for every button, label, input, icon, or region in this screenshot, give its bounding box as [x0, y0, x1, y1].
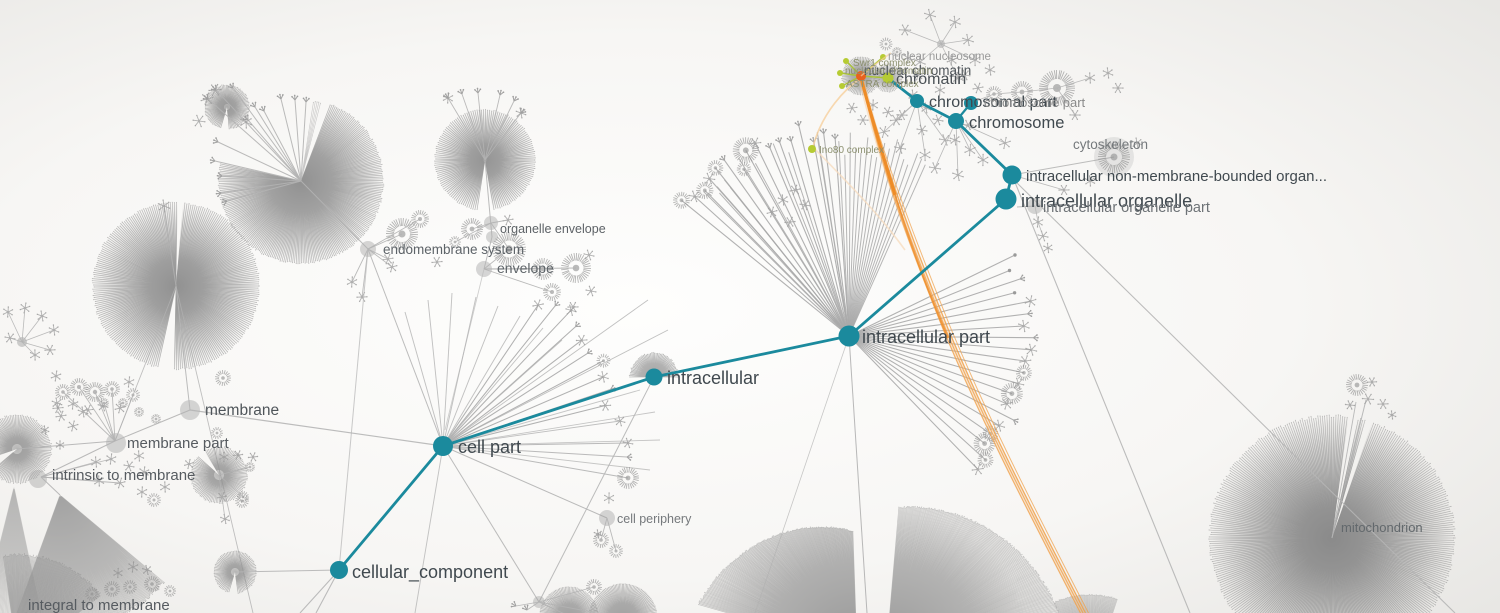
svg-text:cytoskeleton: cytoskeleton: [1073, 137, 1148, 152]
svg-text:Swr1 complex: Swr1 complex: [853, 58, 916, 69]
svg-text:intracellular: intracellular: [667, 368, 759, 388]
svg-text:Ino80 complex: Ino80 complex: [819, 145, 884, 156]
svg-text:nucleolar chromatin: nucleolar chromatin: [845, 66, 932, 77]
svg-text:intracellular part: intracellular part: [862, 327, 990, 347]
svg-text:intracellular non-membrane-bou: intracellular non-membrane-bounded organ…: [1026, 168, 1327, 185]
svg-text:chromosome: chromosome: [969, 114, 1064, 132]
svg-text:membrane part: membrane part: [127, 435, 230, 452]
svg-text:ASTRA complex: ASTRA complex: [846, 79, 919, 90]
svg-text:chromosomal part: chromosomal part: [929, 94, 1058, 111]
svg-text:nuclear chromatin: nuclear chromatin: [864, 63, 971, 78]
svg-text:intrinsic to membrane: intrinsic to membrane: [52, 467, 195, 484]
svg-text:chromosome part: chromosome part: [984, 95, 1086, 110]
svg-text:envelope: envelope: [497, 260, 554, 276]
svg-text:intracellular organelle part: intracellular organelle part: [1043, 200, 1210, 216]
svg-text:chromatin: chromatin: [896, 71, 966, 88]
svg-text:endomembrane system: endomembrane system: [383, 242, 524, 257]
svg-text:integral to membrane: integral to membrane: [28, 597, 170, 613]
svg-text:cellular_component: cellular_component: [352, 562, 508, 583]
svg-text:nuclear nucleosome: nuclear nucleosome: [888, 51, 991, 63]
svg-text:mitochondrion: mitochondrion: [1341, 520, 1423, 535]
svg-text:membrane: membrane: [205, 402, 279, 419]
svg-text:intracellular organelle: intracellular organelle: [1021, 191, 1192, 211]
svg-text:cell periphery: cell periphery: [617, 512, 692, 526]
svg-text:cell part: cell part: [458, 437, 521, 457]
svg-text:organelle envelope: organelle envelope: [500, 222, 606, 236]
